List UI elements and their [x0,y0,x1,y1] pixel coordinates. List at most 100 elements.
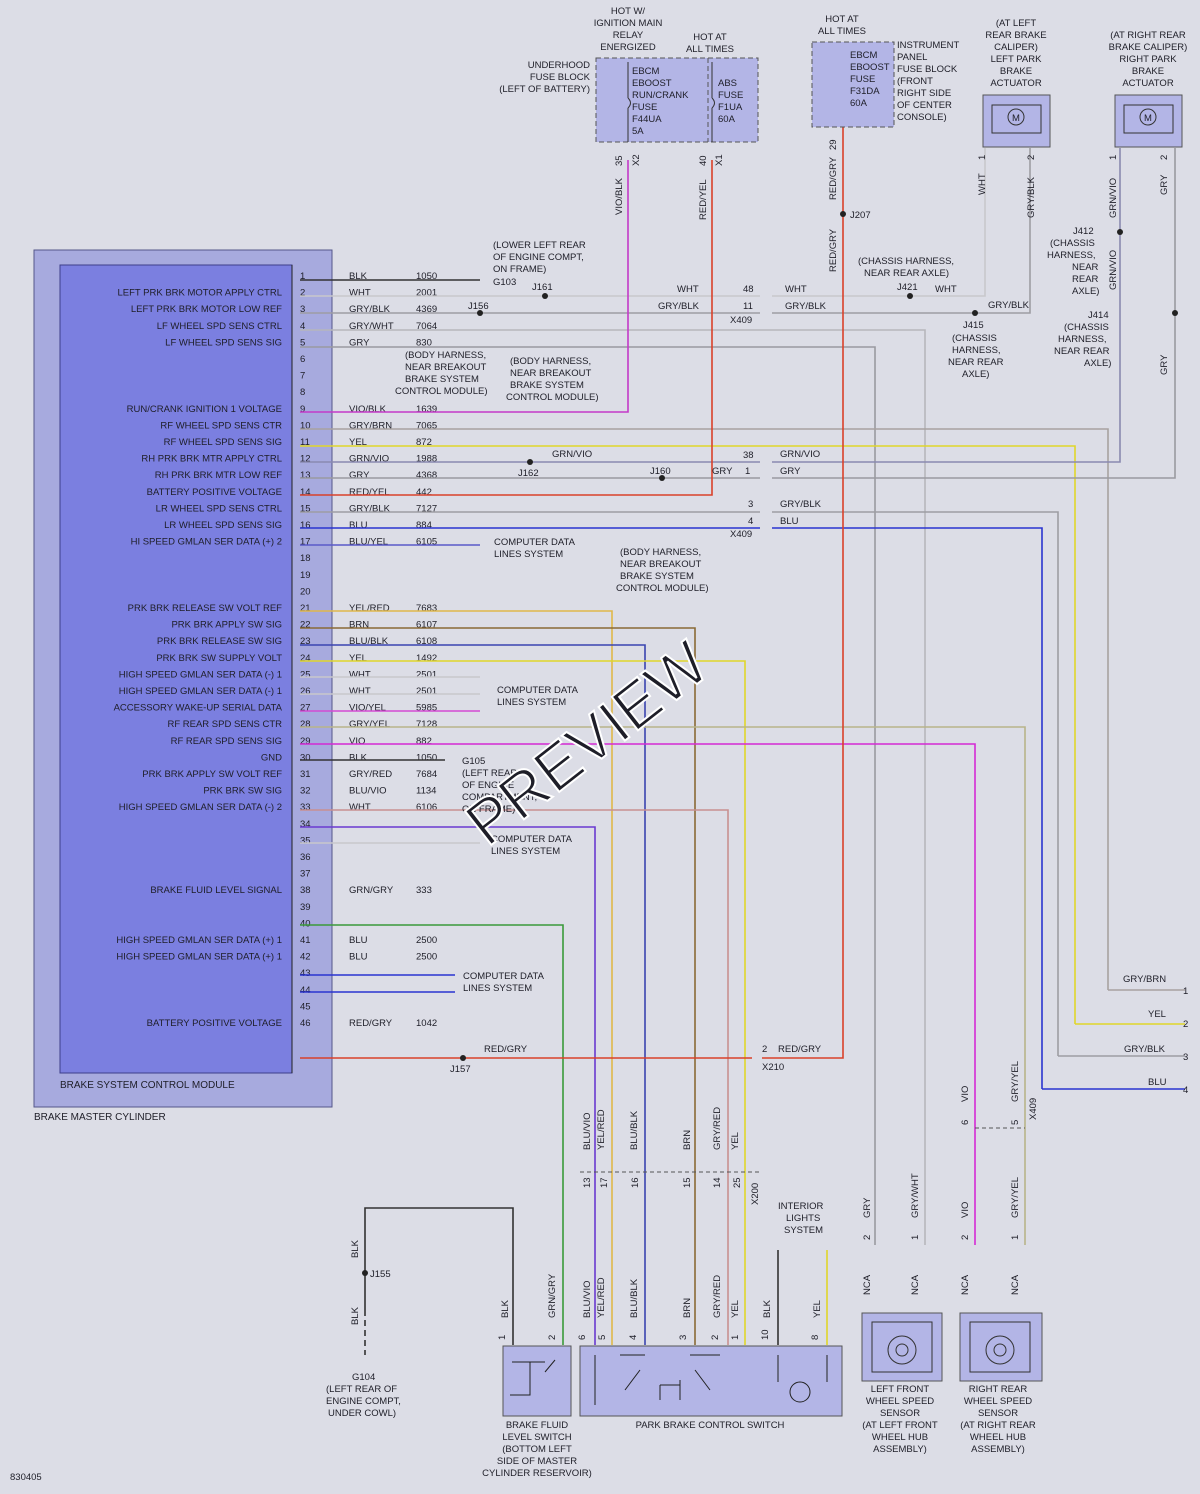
svg-text:BRAKE SYSTEM: BRAKE SYSTEM [510,380,584,391]
pin-label: RF WHEEL SPD SENS CTR [160,420,282,431]
pin-label: LF WHEEL SPD SENS SIG [165,337,282,348]
svg-text:8: 8 [810,1335,821,1340]
pin-number: 35 [300,835,311,846]
pin-number: 5 [300,337,305,348]
svg-text:J157: J157 [450,1064,471,1075]
svg-text:INTERIOR: INTERIOR [778,1201,824,1212]
svg-text:INSTRUMENT: INSTRUMENT [897,40,959,51]
svg-text:(BODY HARNESS,: (BODY HARNESS, [405,350,486,361]
instrument-panel-fuse-block [811,41,895,128]
svg-text:CONSOLE): CONSOLE) [897,112,947,123]
svg-text:GRY: GRY [780,466,801,477]
svg-text:29: 29 [828,139,839,150]
svg-text:(AT RIGHT REAR: (AT RIGHT REAR [1110,30,1186,41]
pin-number: 38 [300,885,311,896]
pin-number: 8 [300,387,305,398]
svg-text:2: 2 [1159,155,1170,160]
svg-text:60A: 60A [850,98,868,109]
wire-color: BLU [349,520,368,531]
pin-number: 9 [300,404,305,415]
circuit-number: 442 [416,487,432,498]
left-park-brake-actuator [982,94,1051,148]
svg-text:PANEL: PANEL [897,52,927,63]
wire-color: GRY/WHT [349,321,394,332]
svg-text:NEAR BREAKOUT: NEAR BREAKOUT [620,559,701,570]
svg-text:RED/GRY: RED/GRY [828,156,839,200]
svg-text:WHEEL HUB: WHEEL HUB [872,1432,928,1443]
svg-text:F44UA: F44UA [632,114,662,125]
svg-text:BLK: BLK [762,1299,773,1318]
svg-text:IGNITION MAIN: IGNITION MAIN [594,18,663,29]
pin-number: 44 [300,985,311,996]
wire-color: GRY [349,337,370,348]
pin-number: 4 [300,321,305,332]
svg-text:(CHASSIS: (CHASSIS [1064,322,1109,333]
svg-text:GRY/BLK: GRY/BLK [658,301,700,312]
right-rear-wheel-speed-sensor [959,1312,1043,1382]
svg-text:2: 2 [1183,1019,1188,1030]
svg-text:X210: X210 [762,1062,784,1073]
pin-number: 12 [300,454,311,465]
wire-color: GRY/BLK [349,503,391,514]
circuit-number: 1639 [416,404,437,415]
pin-number: 33 [300,802,311,813]
pin-label: LEFT PRK BRK MOTOR APPLY CTRL [117,288,282,299]
pin-label: RH PRK BRK MTR APPLY CTRL [141,454,282,465]
circuit-number: 1492 [416,653,437,664]
circuit-number: 2500 [416,952,437,963]
right-edge-connector: GRY/BRN YEL GRY/BLK BLU 1 2 3 4 [1123,974,1188,1096]
svg-text:WHT: WHT [785,284,807,295]
svg-text:ON FRAME): ON FRAME) [493,264,546,275]
svg-text:(AT RIGHT REAR: (AT RIGHT REAR [960,1420,1036,1431]
svg-text:RUN/CRANK: RUN/CRANK [632,90,689,101]
svg-text:GRN/GRY: GRN/GRY [547,1273,558,1318]
svg-text:17: 17 [599,1177,610,1188]
wire-color: GRY/YEL [349,719,390,730]
splice-labels: G103 (LOWER LEFT REAR OF ENGINE COMPT, O… [326,210,1111,1419]
svg-text:ON FRAME): ON FRAME) [462,804,515,815]
svg-text:COMPUTER DATA: COMPUTER DATA [491,834,573,845]
pin-number: 29 [300,736,311,747]
svg-text:(AT LEFT: (AT LEFT [996,18,1036,29]
svg-text:YEL: YEL [730,1132,741,1150]
svg-text:GRY/BRN: GRY/BRN [1123,974,1166,985]
svg-text:CONTROL MODULE): CONTROL MODULE) [506,392,599,403]
motor-icons [991,104,1174,134]
outer-module-title: BRAKE MASTER CYLINDER [34,1112,166,1123]
pin-number: 3 [300,304,305,315]
svg-text:BLU/VIO: BLU/VIO [582,1281,593,1319]
svg-text:G103: G103 [493,277,516,288]
svg-text:X409: X409 [1028,1098,1039,1120]
svg-text:1: 1 [730,1335,741,1340]
wire-color: VIO/BLK [349,404,387,415]
pin-number: 23 [300,636,311,647]
svg-text:5: 5 [597,1335,608,1340]
svg-text:1: 1 [497,1335,508,1340]
pin-label: HIGH SPEED GMLAN SER DATA (-) 1 [119,686,282,697]
svg-text:40: 40 [698,155,709,166]
svg-text:FUSE BLOCK: FUSE BLOCK [897,64,958,75]
svg-text:ASSEMBLY): ASSEMBLY) [873,1444,927,1455]
pin-label: HIGH SPEED GMLAN SER DATA (-) 2 [119,802,282,813]
circuit-number: 4368 [416,470,437,481]
svg-text:RED/GRY: RED/GRY [778,1044,822,1055]
svg-text:VIO: VIO [960,1202,971,1218]
pin-number: 46 [300,1018,311,1029]
svg-text:YEL: YEL [1148,1009,1166,1020]
brake-fluid-level-switch [502,1345,572,1417]
svg-text:ASSEMBLY): ASSEMBLY) [971,1444,1025,1455]
pin-number: 42 [300,952,311,963]
pin-label: PRK BRK RELEASE SW SIG [157,636,282,647]
svg-text:J412: J412 [1073,226,1094,237]
svg-text:GRY: GRY [1159,354,1170,375]
pin-label: LR WHEEL SPD SENS CTRL [156,503,282,514]
pin-number: 45 [300,1001,311,1012]
pin-number: 10 [300,420,311,431]
svg-text:1: 1 [977,155,988,160]
svg-text:NEAR BREAKOUT: NEAR BREAKOUT [510,368,591,379]
svg-text:BLK: BLK [350,1239,361,1258]
svg-text:HOT AT: HOT AT [693,32,727,43]
pin-number: 1 [300,271,305,282]
